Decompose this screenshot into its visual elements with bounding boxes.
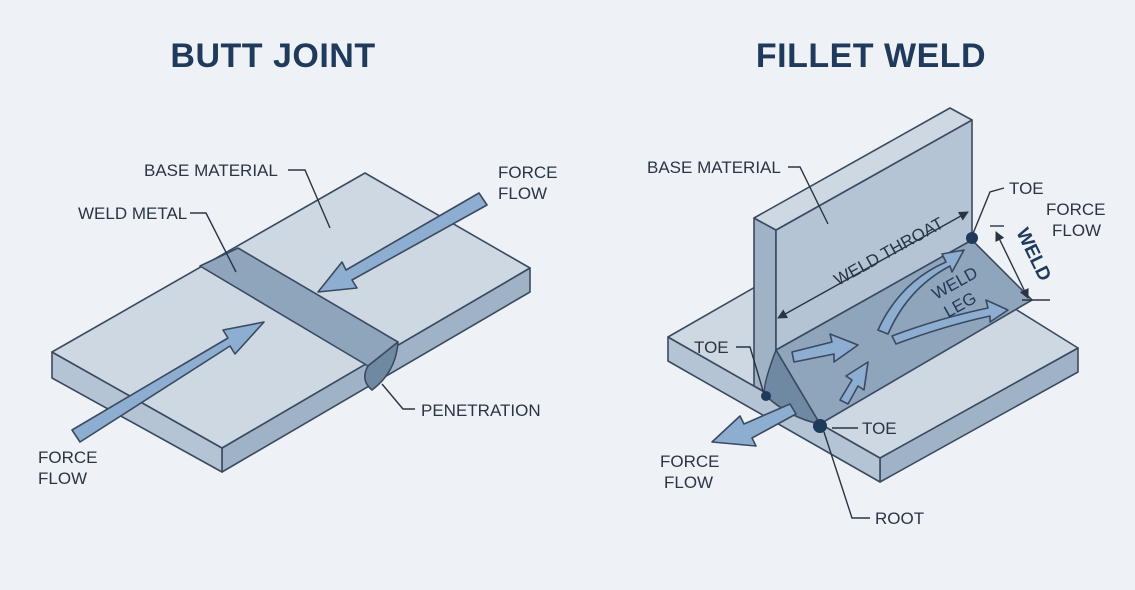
fillet-root-point (813, 419, 827, 433)
fillet-toe-top-leader (971, 187, 1005, 237)
butt-penetration-label: PENETRATION (421, 401, 541, 420)
butt-penetration-leader (381, 383, 415, 410)
fillet-force-flow-bottom-line1: FORCE (660, 452, 720, 471)
fillet-toe-bottom-label: TOE (862, 419, 897, 438)
fillet-force-flow-bottom-line2: FLOW (664, 473, 713, 492)
fillet-flow-arrow-4 (891, 299, 1009, 345)
butt-weld-metal-leader (190, 212, 237, 273)
fillet-weld-throat-dimension (777, 211, 969, 319)
butt-joint-title: BUTT JOINT (170, 37, 375, 75)
fillet-toe-top-label: TOE (1009, 179, 1044, 198)
fillet-toe-left-label: TOE (694, 338, 729, 357)
butt-force-arrow-bottom (71, 321, 265, 443)
fillet-root-label: ROOT (875, 509, 924, 528)
fillet-toe-left-point (761, 391, 771, 401)
butt-force-arrow-top (317, 192, 488, 293)
fillet-force-arrow-out (711, 403, 797, 447)
fillet-upright-top-edge (753, 107, 973, 231)
butt-force-flow-bottom-line2: FLOW (38, 469, 87, 488)
butt-force-flow-bottom-line1: FORCE (38, 448, 98, 467)
butt-force-flow-top-line2: FLOW (498, 184, 547, 203)
butt-base-material-label: BASE MATERIAL (144, 161, 278, 180)
fillet-root-leader (823, 431, 870, 519)
fillet-weld-size-dimension (995, 231, 1029, 299)
fillet-flow-arrow-2 (839, 361, 869, 405)
butt-penetration-bulge (364, 341, 399, 391)
fillet-base-material-leader (788, 166, 829, 225)
fillet-flow-arrow-1 (791, 333, 859, 363)
fillet-toe-top-point (966, 232, 978, 244)
butt-weld-metal-label: WELD METAL (78, 204, 187, 223)
fillet-force-flow-right-line2: FLOW (1052, 221, 1101, 240)
butt-joint-panel: BUTT JOINT BASE MATERIAL WELD METAL PENE… (38, 37, 558, 488)
fillet-weld-panel: FILLET WELD (647, 37, 1106, 528)
fillet-base-material-label: BASE MATERIAL (647, 158, 781, 177)
butt-base-material-leader (288, 169, 331, 229)
fillet-force-flow-right-line1: FORCE (1046, 200, 1106, 219)
fillet-toe-left-leader (736, 346, 765, 395)
fillet-weld-size-label: WELD (1012, 225, 1055, 284)
butt-force-flow-top-line1: FORCE (498, 163, 558, 182)
fillet-weld-title: FILLET WELD (756, 37, 986, 75)
